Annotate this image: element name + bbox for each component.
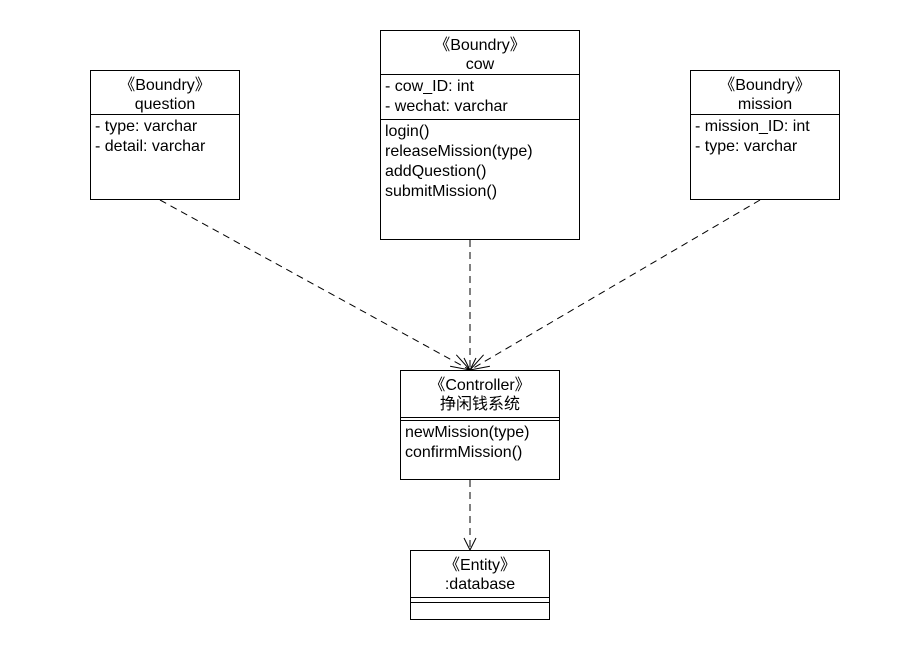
class-controller[interactable]: 《Controller》 挣闲钱系统 newMission(type) conf… — [400, 370, 560, 480]
attribute: - type: varchar — [95, 118, 198, 135]
arrowhead-question-controller — [450, 354, 472, 371]
class-question[interactable]: 《Boundry》 question - type: varchar - det… — [90, 70, 240, 200]
attribute: - type: varchar — [695, 138, 798, 155]
stereotype-label: 《Boundry》 — [434, 37, 526, 54]
stereotype-label: 《Boundry》 — [719, 77, 811, 94]
operation: submitMission() — [385, 183, 498, 200]
class-name: mission — [737, 96, 793, 113]
class-mission[interactable]: 《Boundry》 mission - mission_ID: int - ty… — [690, 70, 840, 200]
attribute: - cow_ID: int — [385, 78, 474, 95]
class-header: 《Boundry》 cow — [381, 31, 579, 74]
operation: login() — [385, 123, 430, 140]
class-cow[interactable]: 《Boundry》 cow - cow_ID: int - wechat: va… — [380, 30, 580, 240]
attributes-section: - cow_ID: int - wechat: varchar — [381, 74, 579, 119]
edge-question-controller — [159, 199, 471, 371]
attribute: - detail: varchar — [95, 138, 206, 155]
empty-attributes-section — [411, 597, 549, 600]
class-header: 《Controller》 挣闲钱系统 — [401, 371, 559, 414]
stereotype-label: 《Controller》 — [429, 377, 531, 394]
stereotype-label: 《Entity》 — [443, 557, 517, 574]
operation: releaseMission(type) — [385, 143, 533, 160]
attribute: - wechat: varchar — [385, 98, 508, 115]
operations-section: newMission(type) confirmMission() — [401, 420, 559, 465]
class-header: 《Entity》 :database — [411, 551, 549, 594]
stereotype-label: 《Boundry》 — [119, 77, 211, 94]
operation: addQuestion() — [385, 163, 487, 180]
operation: confirmMission() — [405, 444, 523, 461]
attributes-section: - mission_ID: int - type: varchar — [691, 114, 839, 159]
arrowhead-mission-controller — [468, 354, 490, 371]
attributes-section: - type: varchar - detail: varchar — [91, 114, 239, 159]
class-name: 挣闲钱系统 — [439, 396, 520, 413]
operation: newMission(type) — [405, 424, 530, 441]
class-name: cow — [465, 56, 495, 73]
empty-operations-section — [411, 602, 549, 605]
class-name: question — [134, 96, 196, 113]
operations-section: login() releaseMission(type) addQuestion… — [381, 119, 579, 204]
empty-attributes-section — [401, 417, 559, 420]
class-name: :database — [444, 576, 516, 593]
attribute: - mission_ID: int — [695, 118, 810, 135]
class-header: 《Boundry》 mission — [691, 71, 839, 114]
class-database[interactable]: 《Entity》 :database — [410, 550, 550, 620]
class-header: 《Boundry》 question — [91, 71, 239, 114]
edge-mission-controller — [469, 199, 761, 371]
